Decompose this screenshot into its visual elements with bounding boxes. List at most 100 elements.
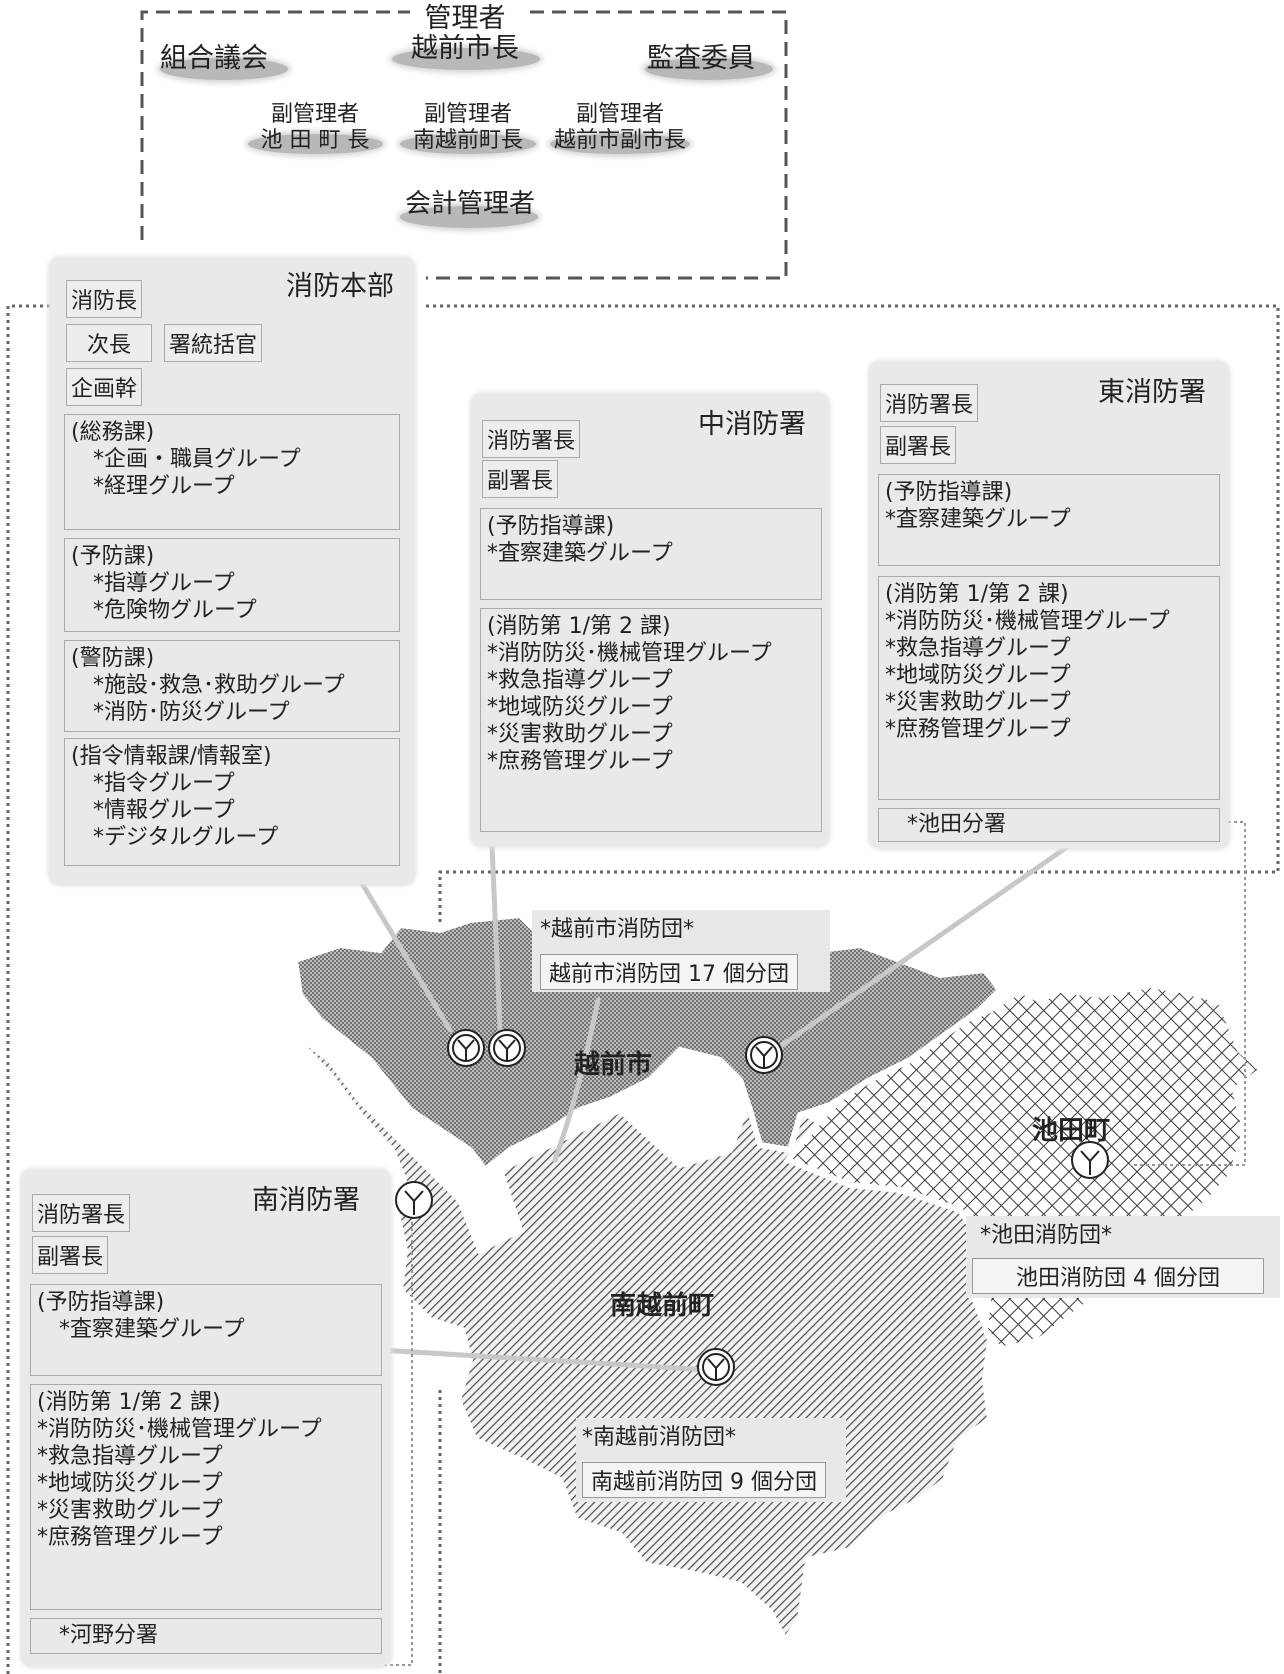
higashi-branch: *池田分署 — [878, 808, 1220, 842]
naka-deputy: 副署長 — [482, 460, 559, 498]
minami-prevention-section: (予防指導課) *査察建築グループ — [30, 1284, 382, 1376]
group-item: *情報グループ — [93, 798, 235, 823]
section-name: (予防指導課) — [885, 480, 1013, 505]
deputy1-name: 池 田 町 長 — [260, 128, 370, 153]
higashi-station-panel: 東消防署 消防署長 副署長 (予防指導課) *査察建築グループ (消防第 1/第… — [870, 362, 1228, 848]
group-item: *指導グループ — [93, 571, 235, 596]
group-item: *救急指導グループ — [487, 668, 673, 693]
assembly-label: 組合議会 — [160, 43, 268, 74]
minami-fire-section: (消防第 1/第 2 課) *消防防災･機械管理グループ *救急指導グループ *… — [30, 1384, 382, 1610]
hq-planner: 企画幹 — [66, 368, 143, 406]
naka-prevention-section: (予防指導課) *査察建築グループ — [480, 508, 822, 600]
hq-commander: 署統括官 — [164, 324, 263, 362]
section-name: (総務課) — [71, 420, 155, 445]
hq-title: 消防本部 — [286, 271, 394, 302]
auditor-label: 監査委員 — [647, 43, 755, 74]
section-name: (警防課) — [71, 646, 155, 671]
group-item: *地域防災グループ — [885, 663, 1071, 688]
section-name: (予防指導課) — [37, 1290, 165, 1315]
group-item: *査察建築グループ — [487, 541, 673, 566]
minami-deputy: 副署長 — [32, 1236, 109, 1274]
minami-corps-label: *南越前消防団* 南越前消防団 9 個分団 — [576, 1418, 846, 1502]
leader-lines — [357, 842, 1073, 1373]
hq-deputy: 次長 — [66, 324, 152, 362]
naka-station-panel: 中消防署 消防署長 副署長 (予防指導課) *査察建築グループ (消防第 1/第… — [472, 394, 828, 846]
naka-chief: 消防署長 — [482, 420, 581, 458]
hq-panel: 消防本部 消防長 次長 署統括官 企画幹 (総務課) *企画・職員グループ *経… — [50, 258, 414, 884]
ikeda-corps-label: *池田消防団* 池田消防団 4 個分団 — [966, 1216, 1280, 1298]
minami-chief: 消防署長 — [32, 1194, 131, 1232]
group-item: *消防防災･機械管理グループ — [885, 609, 1170, 634]
minami-branch: *河野分署 — [30, 1618, 382, 1654]
group-item: *災害救助グループ — [885, 690, 1071, 715]
group-item: *消防防災･機械管理グループ — [487, 641, 772, 666]
deputy3-title: 副管理者 — [575, 102, 664, 127]
assembly-pill — [160, 58, 288, 80]
higashi-prevention-section: (予防指導課) *査察建築グループ — [878, 474, 1220, 566]
group-item: *査察建築グループ — [885, 507, 1071, 532]
minami-station-panel: 南消防署 消防署長 副署長 (予防指導課) *査察建築グループ (消防第 1/第… — [22, 1170, 390, 1666]
minami-corps-title: *南越前消防団* — [582, 1425, 737, 1450]
jurisdiction-frame — [6, 304, 1280, 1674]
deputy2-title: 副管理者 — [423, 102, 512, 127]
section-name: (消防第 1/第 2 課) — [885, 582, 1069, 607]
group-item: *指令グループ — [93, 771, 235, 796]
hq-section-command-info: (指令情報課/情報室) *指令グループ *情報グループ *デジタルグループ — [64, 738, 400, 866]
echizen-corps-label: *越前市消防団* 越前市消防団 17 個分団 — [532, 910, 830, 992]
accountant-label: 会計管理者 — [405, 189, 536, 219]
hq-section-general-affairs: (総務課) *企画・職員グループ *経理グループ — [64, 414, 400, 530]
echizen-corps-title: *越前市消防団* — [540, 917, 695, 942]
group-item: *救急指導グループ — [37, 1444, 223, 1469]
minami-corps-units: 南越前消防団 9 個分団 — [582, 1462, 826, 1498]
group-item: *消防防災･機械管理グループ — [37, 1417, 322, 1442]
echizen-corps-units: 越前市消防団 17 個分団 — [540, 954, 798, 990]
deputy1-pill — [248, 134, 383, 154]
branch-name: *河野分署 — [59, 1623, 159, 1648]
group-item: *地域防災グループ — [487, 695, 673, 720]
higashi-title: 東消防署 — [1098, 377, 1206, 408]
hq-section-prevention: (予防課) *指導グループ *危険物グループ — [64, 538, 400, 632]
accountant-pill — [400, 206, 538, 228]
group-item: *施設･救急･救助グループ — [93, 673, 345, 698]
group-item: *救急指導グループ — [885, 636, 1071, 661]
hq-section-fire-defense: (警防課) *施設･救急･救助グループ *消防･防災グループ — [64, 640, 400, 732]
deputy1-title: 副管理者 — [270, 102, 359, 127]
minamiechizen-town-label: 南越前町 — [610, 1291, 715, 1321]
deputy1-block: 副管理者 池 田 町 長 — [240, 102, 390, 154]
higashi-chief: 消防署長 — [880, 384, 979, 422]
branch-name: *池田分署 — [907, 812, 1007, 837]
hq-chief: 消防長 — [66, 280, 143, 318]
section-name: (消防第 1/第 2 課) — [37, 1390, 221, 1415]
deputy2-block: 副管理者 南越前町長 — [393, 102, 543, 154]
group-item: *庶務管理グループ — [37, 1525, 223, 1550]
group-item: *企画・職員グループ — [93, 447, 301, 472]
manager-title: 管理者 — [424, 3, 506, 34]
deputy2-name: 南越前町長 — [412, 128, 523, 153]
deputy2-pill — [400, 134, 536, 154]
deputy3-block: 副管理者 越前市副市長 — [545, 102, 695, 154]
section-name: (予防課) — [71, 544, 155, 569]
group-item: *危険物グループ — [93, 598, 257, 623]
naka-fire-section: (消防第 1/第 2 課) *消防防災･機械管理グループ *救急指導グループ *… — [480, 608, 822, 832]
naka-title: 中消防署 — [698, 409, 806, 440]
higashi-deputy: 副署長 — [880, 426, 957, 464]
management-frame — [140, 10, 788, 280]
auditor-pill — [645, 58, 773, 80]
group-item: *庶務管理グループ — [487, 749, 673, 774]
group-item: *災害救助グループ — [37, 1498, 223, 1523]
manager-pill — [392, 48, 540, 70]
group-item: *デジタルグループ — [93, 825, 279, 850]
station-symbols — [395, 1029, 1109, 1386]
ikeda-corps-title: *池田消防団* — [980, 1223, 1113, 1248]
manager-name: 越前市長 — [411, 33, 519, 64]
kono-branch-link — [378, 1200, 413, 1666]
deputy3-pill — [550, 134, 690, 154]
group-item: *経理グループ — [93, 474, 235, 499]
higashi-fire-section: (消防第 1/第 2 課) *消防防災･機械管理グループ *救急指導グループ *… — [878, 576, 1220, 800]
ikeda-town-label: 池田町 — [1032, 1116, 1111, 1146]
group-item: *災害救助グループ — [487, 722, 673, 747]
echizen-city-label: 越前市 — [574, 1050, 653, 1080]
section-name: (指令情報課/情報室) — [71, 744, 272, 769]
manager-block: 管理者 越前市長 — [390, 4, 540, 64]
section-name: (予防指導課) — [487, 514, 615, 539]
